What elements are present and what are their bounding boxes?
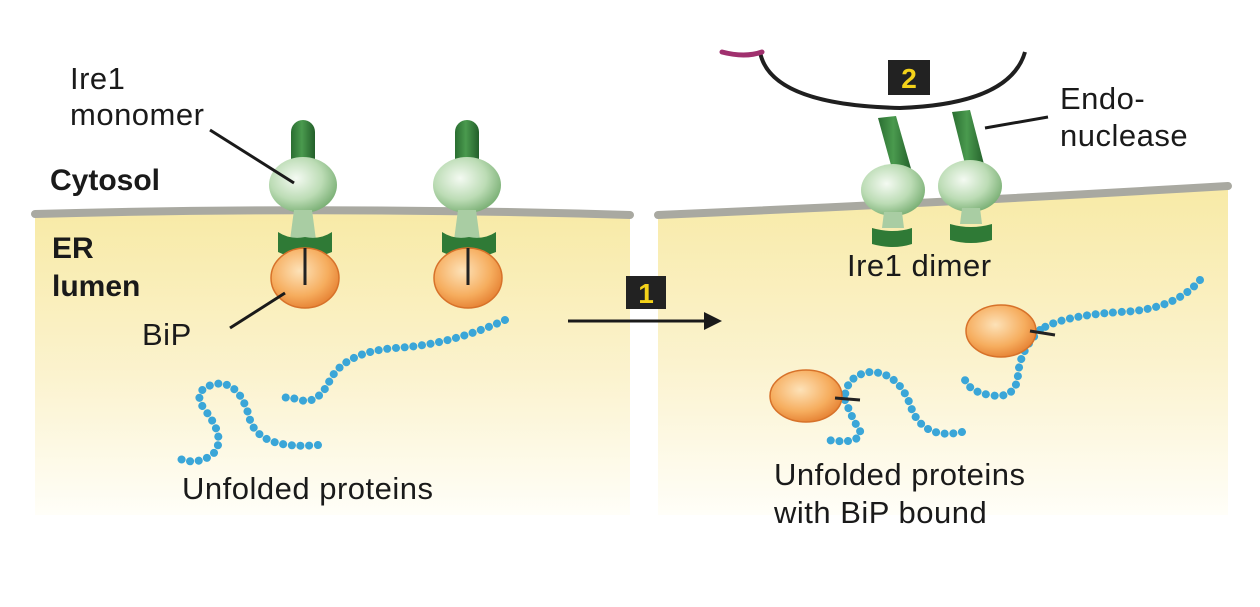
leader-lines-left — [209, 128, 295, 330]
er-lumen-right — [654, 182, 1232, 515]
leader-endonuclease — [984, 115, 1049, 130]
er-membrane-right — [654, 182, 1232, 219]
er-lumen-left — [31, 206, 634, 515]
label-unfolded-proteins: Unfolded proteins — [182, 471, 434, 506]
label-unfolded-bip-line1: Unfolded proteins — [774, 457, 1026, 492]
label-er-line2: lumen — [52, 270, 140, 303]
label-endonuclease-line2: nuclease — [1060, 118, 1188, 153]
label-er-line1: ER — [52, 232, 94, 265]
label-bip: BiP — [142, 317, 192, 352]
label-endonuclease-line1: Endo- — [1060, 81, 1145, 116]
svg-text:2: 2 — [901, 63, 917, 94]
unfolded-protein-chains-left — [174, 316, 509, 466]
step-badge-1: 1 — [626, 276, 666, 309]
bip-bound-2 — [433, 247, 503, 309]
label-ire1-monomer-line2: monomer — [70, 97, 204, 132]
step-badge-2: 2 — [888, 60, 930, 95]
ire1-monomer-1 — [269, 120, 337, 256]
top-arc — [719, 49, 1027, 111]
label-cytosol: Cytosol — [50, 164, 160, 197]
bip-on-protein-1 — [965, 304, 1056, 358]
leader-ire1-monomer — [209, 128, 295, 185]
ire1-dimer-right — [938, 110, 1002, 243]
unfolded-protein-chains-right — [824, 276, 1204, 446]
bip-on-protein-2 — [769, 369, 861, 423]
er-membrane-left — [31, 206, 634, 219]
label-ire1-monomer-line1: Ire1 — [70, 61, 125, 96]
label-ire1-dimer: Ire1 dimer — [847, 248, 992, 283]
leader-bip — [229, 291, 286, 330]
bip-bound-1 — [270, 247, 340, 309]
transition-arrow — [568, 312, 722, 330]
svg-text:1: 1 — [638, 278, 654, 309]
ire1-monomer-2 — [433, 120, 501, 256]
label-unfolded-bip-line2: with BiP bound — [773, 495, 987, 530]
ire1-dimer-left — [861, 116, 925, 247]
